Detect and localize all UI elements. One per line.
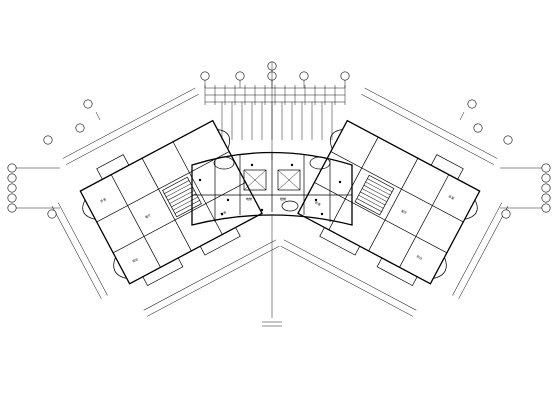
stair-tread xyxy=(365,181,391,196)
right-axis-bubbles xyxy=(467,99,551,219)
outlet-symbol xyxy=(314,198,318,202)
room-label: 卧室 xyxy=(448,193,456,200)
outlet-symbol xyxy=(250,163,254,167)
axis-bubble xyxy=(7,163,17,173)
outlet-symbol xyxy=(220,212,224,216)
axis-bubble xyxy=(467,99,477,109)
leader-lines xyxy=(95,111,465,327)
axis-bubble xyxy=(200,71,210,81)
right-wing: 卧室 客厅 卧室 阳台 xyxy=(280,87,509,317)
axis-bubble xyxy=(7,173,17,183)
axis-bubble xyxy=(235,71,245,81)
outlet-symbol xyxy=(226,198,230,202)
top-axis-group xyxy=(200,61,350,160)
outlet-symbol xyxy=(198,178,202,182)
axis-bubble xyxy=(541,203,551,213)
axis-bubble xyxy=(7,183,17,193)
room-label: 卧室 xyxy=(99,196,107,203)
room-label: 卧室 xyxy=(220,209,228,216)
axis-bubble xyxy=(541,183,551,193)
axis-bubble xyxy=(83,99,93,109)
room-label: 阳台 xyxy=(131,256,139,263)
axis-bubble xyxy=(43,135,53,145)
outlet-symbol xyxy=(260,208,264,212)
outlet-symbol xyxy=(338,180,342,184)
room-label: 阳台 xyxy=(416,253,424,260)
axis-bubble xyxy=(75,123,85,133)
stair-tread xyxy=(174,200,200,214)
stair-tread xyxy=(363,185,389,199)
axis-bubble xyxy=(7,193,17,203)
axis-bubble xyxy=(340,71,350,81)
room-label: 客厅 xyxy=(144,212,152,219)
stair-tread xyxy=(360,191,386,206)
left-axis-bubbles xyxy=(7,99,93,219)
axis-bubble xyxy=(47,209,57,219)
outlet-symbol xyxy=(320,212,324,216)
stair-tread xyxy=(367,178,393,192)
stair-tread xyxy=(169,190,195,204)
stair-tread xyxy=(358,194,384,209)
outlet-symbol xyxy=(290,163,294,167)
axis-bubble xyxy=(541,193,551,203)
stair-tread xyxy=(164,180,190,194)
room-label: 卧室 xyxy=(314,200,322,207)
axis-bubble xyxy=(299,71,309,81)
room-label: 楼梯 xyxy=(280,196,286,201)
axis-bubble xyxy=(503,135,513,145)
axis-bubble xyxy=(541,173,551,183)
stair-tread xyxy=(166,183,191,198)
stair-tread xyxy=(173,196,199,211)
axis-bubble xyxy=(541,163,551,173)
stair-tread xyxy=(361,188,387,202)
central-core: 电梯 楼梯 xyxy=(191,151,353,226)
room-label: 电梯 xyxy=(246,196,252,201)
stair-tread xyxy=(356,198,382,212)
axis-bubble xyxy=(7,203,17,213)
axis-bubble xyxy=(473,123,483,133)
axis-bubble xyxy=(501,209,511,219)
room-label: 客厅 xyxy=(400,208,408,215)
stair-tread xyxy=(167,186,193,201)
left-wing: 卧室 客厅 卧室 阳台 xyxy=(51,87,280,317)
